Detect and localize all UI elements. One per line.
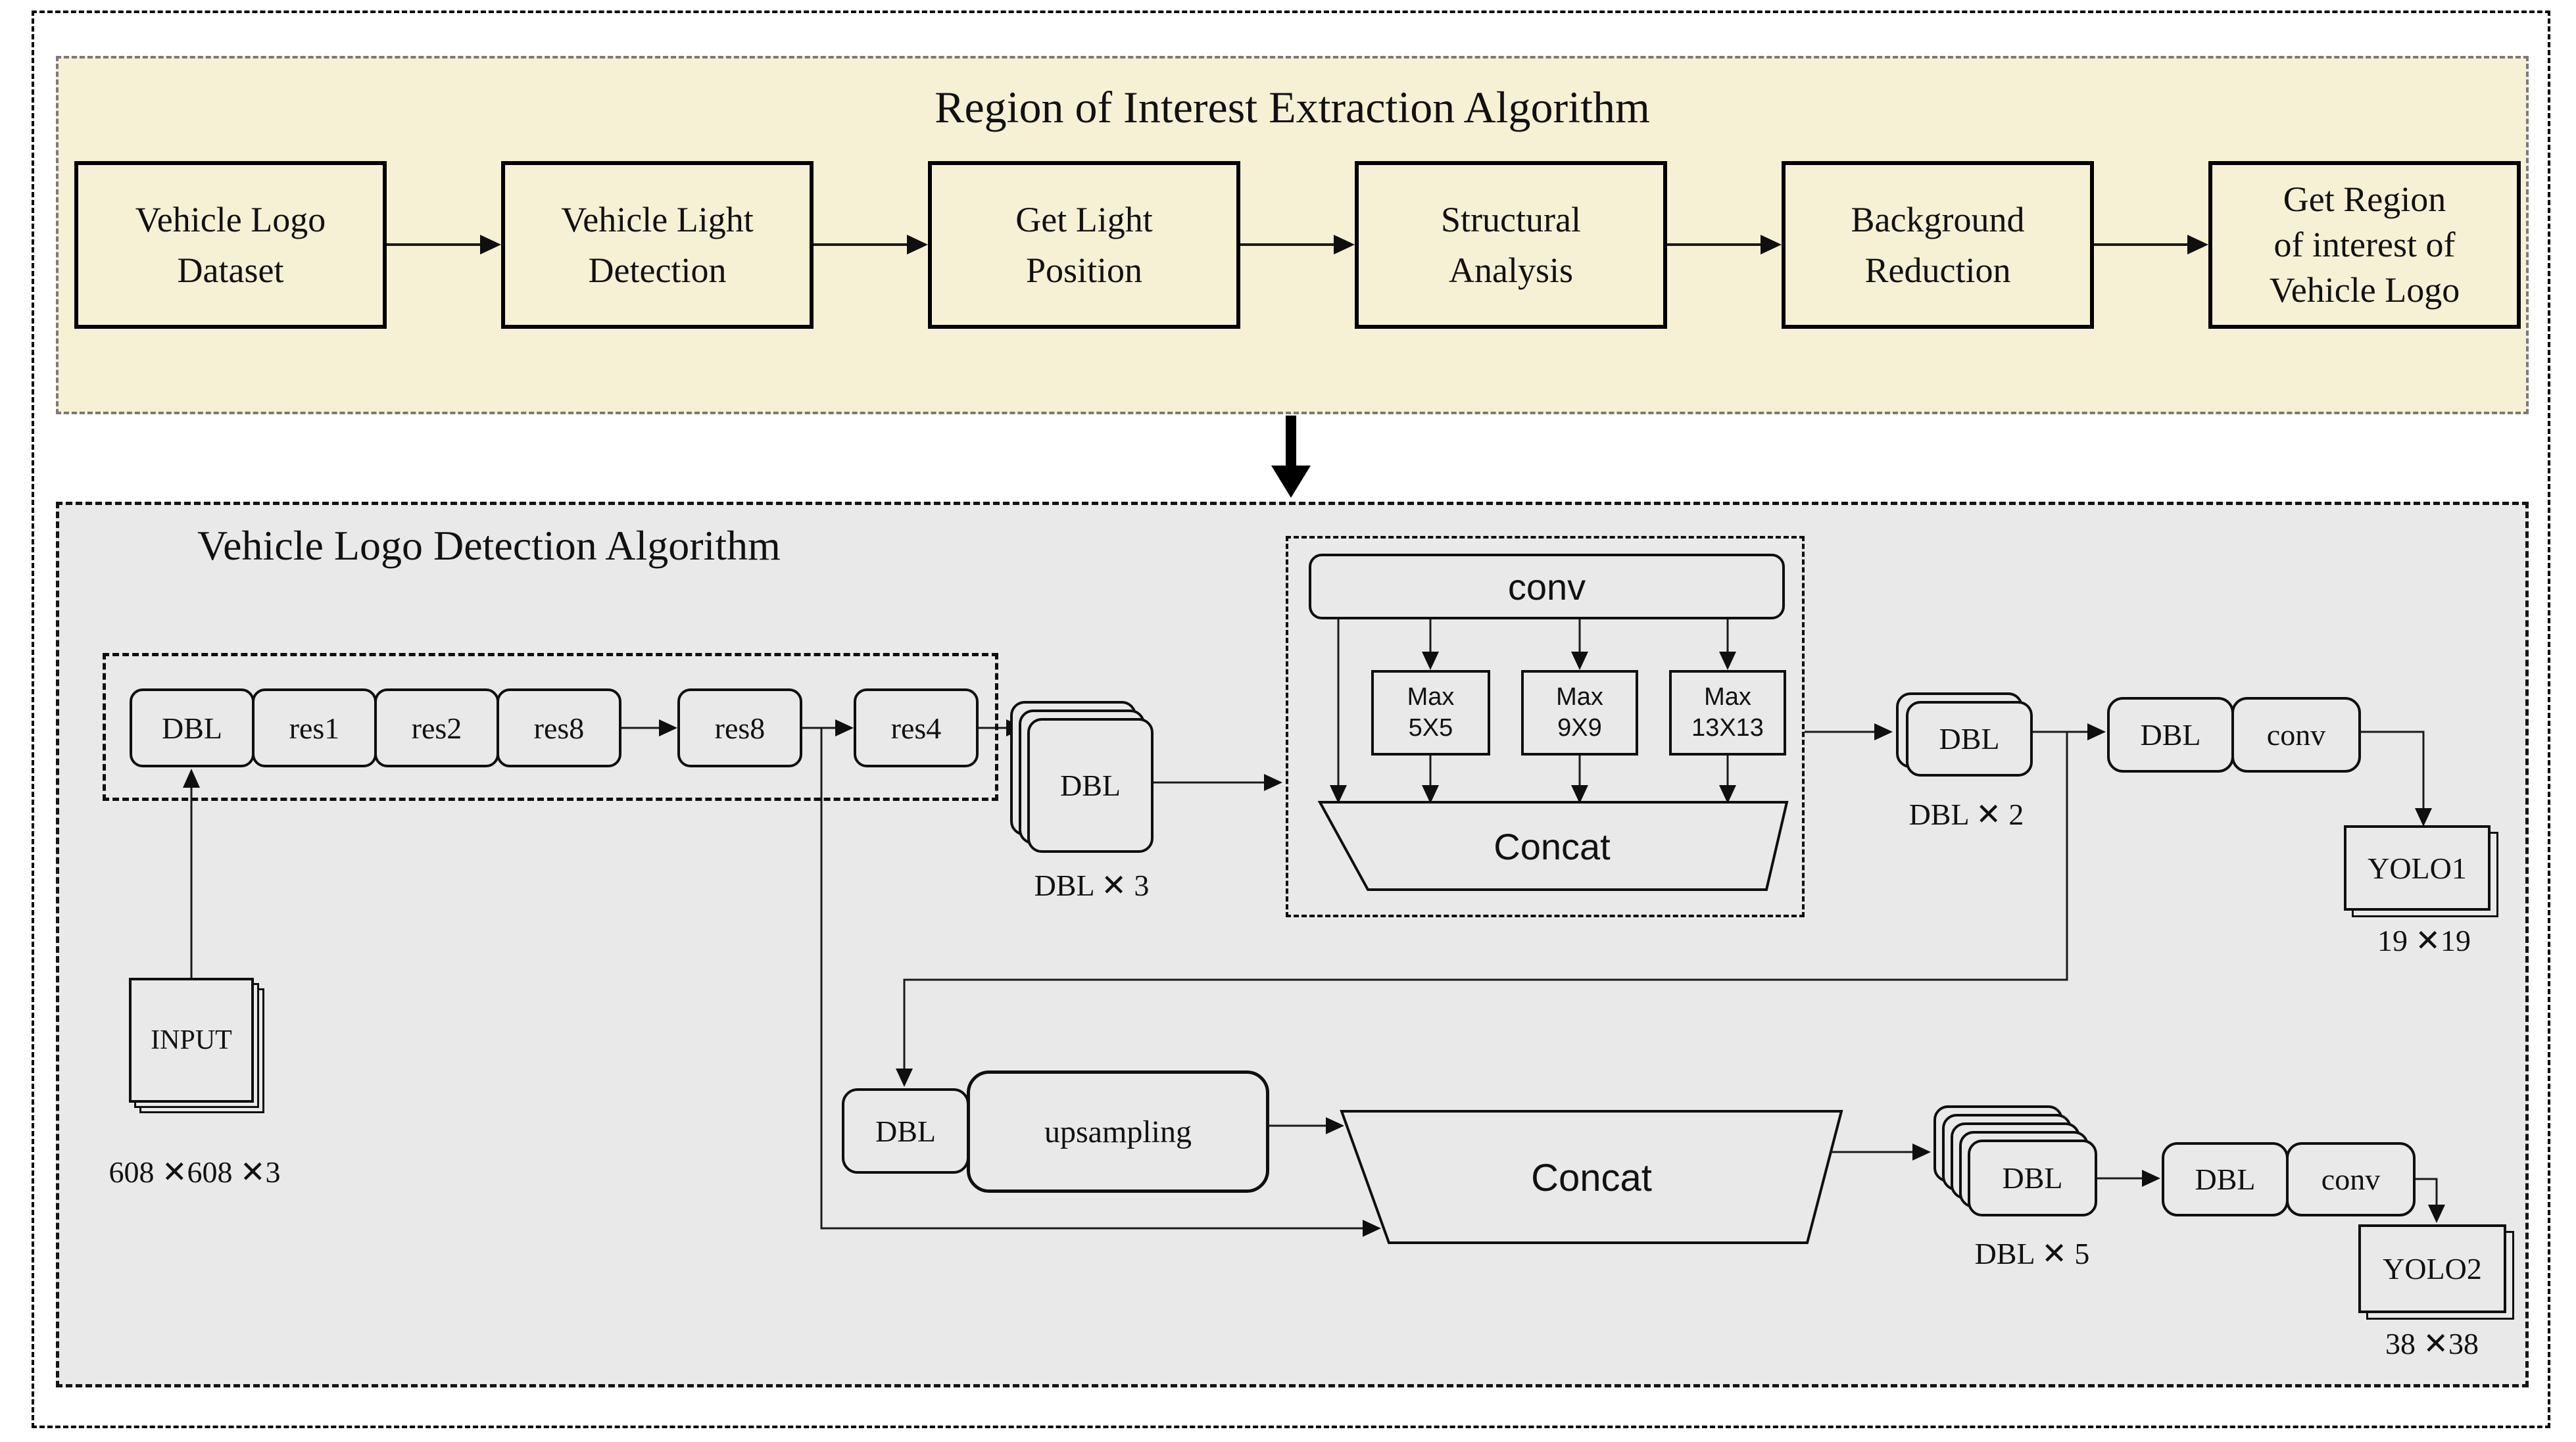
input-block: INPUT [129, 978, 264, 1113]
step-background-reduction: Background Reduction [1782, 161, 2094, 329]
yolo2-label: YOLO2 [2358, 1224, 2506, 1313]
detection-panel-title: Vehicle Logo Detection Algorithm [197, 522, 781, 569]
roi-panel-title: Region of Interest Extraction Algorithm [935, 82, 1650, 132]
input-label: INPUT [129, 978, 254, 1103]
backbone-node-res4: res4 [854, 688, 979, 767]
dbl3-stack: DBL [1010, 701, 1154, 853]
dbl2-count-label: DBL ✕ 2 [1908, 798, 2024, 831]
step-get-roi-of-vehicle-logo: Get Region of interest of Vehicle Logo [2208, 161, 2521, 329]
spp-maxpool-13x13: Max 13X13 [1669, 670, 1786, 756]
backbone-node-res8b: res8 [677, 688, 802, 767]
step-structural-analysis: Structural Analysis [1355, 161, 1667, 329]
backbone-node-dbl: DBL [130, 688, 255, 767]
dbl2-front: DBL [1906, 701, 2033, 777]
dbl5-count-label: DBL ✕ 5 [1974, 1237, 2090, 1270]
backbone-frame [103, 653, 998, 801]
concat2-label: Concat [1531, 1156, 1652, 1199]
spp-maxpool-5x5: Max 5X5 [1371, 670, 1490, 756]
dbl5-front: DBL [1968, 1140, 2097, 1216]
upsample-dbl: DBL [842, 1088, 969, 1174]
head1-conv: conv [2231, 697, 2361, 773]
yolo1-label: YOLO1 [2344, 825, 2491, 911]
roi-panel [56, 56, 2529, 414]
dbl3-front: DBL [1027, 718, 1154, 853]
upsampling-node: upsampling [967, 1070, 1269, 1193]
backbone-node-res8a: res8 [497, 688, 621, 767]
head2-conv: conv [2286, 1142, 2416, 1216]
dbl3-count-label: DBL ✕ 3 [1034, 869, 1150, 902]
yolo1-dims-label: 19 ✕19 [2377, 924, 2471, 957]
yolo1-block: YOLO1 [2344, 825, 2498, 917]
backbone-node-res2: res2 [374, 688, 499, 767]
yolo2-block: YOLO2 [2358, 1224, 2514, 1320]
step-vehicle-logo-dataset: Vehicle Logo Dataset [74, 161, 387, 329]
step-vehicle-light-detection: Vehicle Light Detection [501, 161, 814, 329]
spp-frame [1286, 536, 1805, 917]
dbl2-stack: DBL [1896, 692, 2033, 777]
spp-maxpool-9x9: Max 9X9 [1521, 670, 1638, 756]
outer-dashed-border [32, 11, 2550, 1428]
head1-dbl: DBL [2107, 697, 2234, 773]
spp-concat-label: Concat [1494, 825, 1611, 867]
yolo2-dims-label: 38 ✕38 [2385, 1327, 2479, 1360]
head2-dbl: DBL [2162, 1142, 2289, 1216]
spp-conv: conv [1309, 554, 1785, 619]
input-dims-label: 608 ✕608 ✕3 [109, 1155, 281, 1189]
step-get-light-position: Get Light Position [928, 161, 1240, 329]
backbone-node-res1: res1 [252, 688, 377, 767]
dbl5-stack: DBL [1933, 1105, 2097, 1216]
